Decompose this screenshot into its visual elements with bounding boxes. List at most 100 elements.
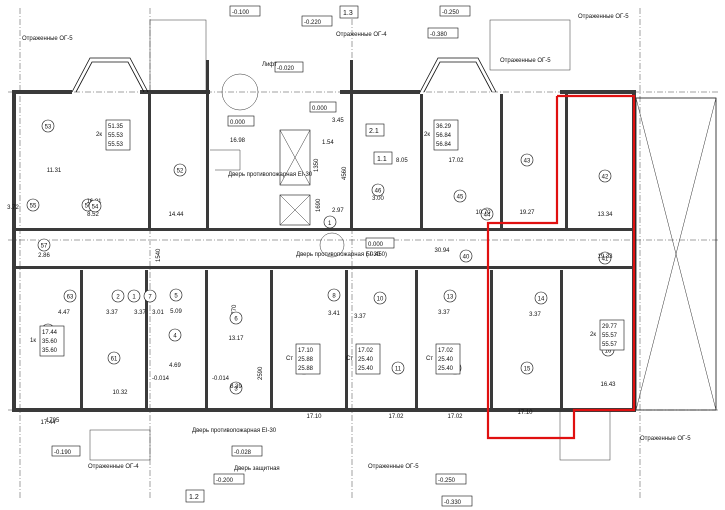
room-number-6: 6 [234, 317, 238, 323]
room-number-14: 14 [538, 297, 545, 303]
room-number-41: 41 [602, 257, 609, 263]
room-marker-11 [391, 361, 405, 375]
room-number-45: 45 [457, 195, 464, 201]
axis-b: 1.1 [377, 156, 387, 163]
room-marker-61 [107, 351, 121, 365]
room-marker-14 [534, 291, 548, 305]
flat-total: 36.29 [436, 124, 452, 130]
room-marker-45 [453, 189, 467, 203]
room-marker-55 [26, 198, 40, 212]
room-area-54: 8.52 [87, 212, 99, 218]
room-marker-10 [373, 291, 387, 305]
room-marker-15 [520, 361, 534, 375]
room-area-14: 3.37 [529, 312, 541, 318]
room-marker-1 [127, 289, 141, 303]
level-top-c: -0.250 [442, 10, 460, 16]
room-number-7: 7 [148, 295, 152, 301]
room-area-13: 3.37 [438, 310, 450, 316]
room-number-61: 61 [111, 357, 118, 363]
level-top-a: -0.100 [232, 10, 250, 16]
flat-labels: 2к51.3555.5355.532к36.2956.8456.841к17.4… [30, 119, 625, 375]
dim-9: 3.45 [332, 118, 344, 124]
room-marker-54 [88, 199, 102, 213]
room-marker-41 [598, 251, 612, 265]
room-number-10: 10 [377, 297, 384, 303]
note-lift: Лифт [262, 62, 277, 68]
room-area-3: 8.39 [230, 384, 242, 390]
flat-living: 56.84 [436, 133, 452, 139]
stair-core [210, 73, 345, 258]
level-top-b: -0.220 [304, 20, 322, 26]
room-area-4: 4.69 [169, 363, 181, 369]
room-area-8: 3.41 [328, 311, 340, 317]
room-marker-63 [63, 289, 77, 303]
room-number-15: 15 [524, 367, 531, 373]
bay-windows [71, 19, 611, 461]
room-area-5: 5.09 [170, 309, 182, 315]
level-misc: 0.000 [230, 120, 246, 126]
room-number-56: 56 [85, 204, 92, 210]
flat-full: 25.40 [438, 366, 454, 372]
room-area-44: 10.70 [475, 210, 491, 216]
flat-type: Ст [426, 356, 433, 362]
room-number-55: 55 [30, 204, 37, 210]
room-area-61: 10.32 [112, 390, 128, 396]
axis-c: 1 [328, 221, 332, 227]
room-number-5: 5 [174, 294, 178, 300]
room-number-11: 11 [395, 367, 402, 373]
room-number-42: 42 [602, 175, 609, 181]
room-number-63: 63 [67, 295, 74, 301]
note-outline-4b: Отраженные ОГ-4 [88, 464, 139, 470]
room-area-53: 11.31 [47, 168, 62, 174]
dim-11: 1.54 [322, 140, 334, 146]
room-area-45: 17.02 [448, 158, 464, 164]
level-bottom-right-b: -0.330 [444, 500, 462, 506]
room-area-11: 17.02 [388, 414, 404, 420]
room-marker-44 [480, 207, 494, 221]
room-area-1: 3.37 [134, 310, 146, 316]
room-area-41: 19.33 [597, 254, 613, 260]
level-center: 0.000 [368, 242, 384, 248]
room-marker-6 [229, 311, 243, 325]
room-area-43: 19.27 [519, 210, 535, 216]
note-door-c: Дверь противопожарная EI-30 [192, 428, 277, 434]
room-marker-3 [229, 381, 243, 395]
note-outline-5c: Отраженные ОГ-5 [500, 58, 551, 64]
room-area-15: 17.10 [517, 410, 533, 416]
room-marker-57 [37, 238, 51, 252]
room-marker-43 [520, 153, 534, 167]
room-number-4: 4 [173, 334, 177, 340]
room-number-43: 43 [524, 159, 531, 165]
flat-type: Ст [286, 356, 293, 362]
axis-marks: 1.3 1.2 2.1 1.1 1 [185, 5, 393, 503]
room-number-1: 1 [132, 295, 136, 301]
note-door-b: Дверь противопожарная EI-30 [296, 252, 381, 258]
level-left-bottom: -0.190 [54, 450, 72, 456]
room-marker-53 [41, 119, 55, 133]
flat-living: 25.88 [298, 357, 314, 363]
note-outline-5e: Отраженные ОГ-5 [368, 464, 419, 470]
room-labels: 5311.315616.815214.44548.52553.72572.864… [7, 119, 616, 426]
room-number-16: 16 [605, 349, 612, 355]
room-marker-5 [169, 288, 183, 302]
room-area-42: 13.34 [597, 212, 613, 218]
level-stair: -0.020 [277, 66, 295, 72]
flat-living: 55.53 [108, 133, 124, 139]
room-number-52: 52 [177, 169, 184, 175]
room-area-9: 17.10 [306, 414, 322, 420]
flat-full: 56.84 [436, 142, 452, 148]
level-bottom-b: -0.200 [216, 478, 234, 484]
flat-living: 35.60 [42, 339, 58, 345]
note-outline-5a: Отраженные ОГ-5 [22, 36, 73, 42]
room-marker-13 [443, 289, 457, 303]
room-area-6: 13.17 [228, 336, 244, 342]
flat-total: 17.44 [42, 330, 58, 336]
dim-1: 1540 [156, 248, 162, 262]
room-marker-2 [111, 289, 125, 303]
level-marks: -0.100 -0.220 -0.250 -0.380 -0.020 0.000… [51, 5, 473, 507]
